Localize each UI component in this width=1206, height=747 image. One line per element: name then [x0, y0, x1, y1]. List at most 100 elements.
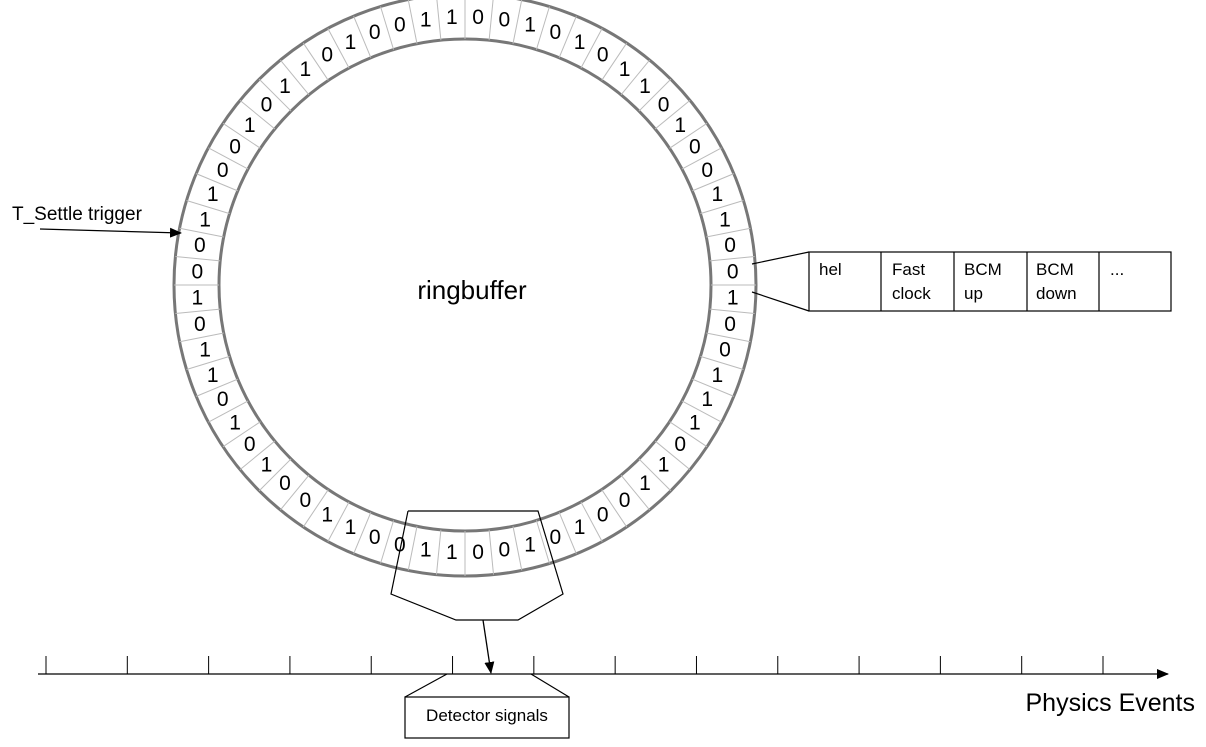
ring-cell-divider [302, 42, 329, 81]
ring-bit: 1 [574, 31, 586, 54]
ring-cell-divider [512, 526, 523, 571]
ring-cell-divider [709, 308, 755, 315]
ringbuffer-label: ringbuffer [417, 275, 527, 305]
ring-bit: 0 [217, 388, 229, 411]
ring-cell-divider [692, 378, 735, 397]
ring-bit: 0 [724, 234, 736, 257]
ring-cell-divider [706, 227, 751, 238]
ring-cell-divider [175, 255, 221, 262]
ring-bit: 1 [711, 183, 723, 206]
ring-cell-divider [186, 355, 230, 370]
record-cell-hel: hel [819, 260, 842, 279]
ring-cell-divider [186, 200, 230, 215]
ring-bit: 1 [619, 58, 631, 81]
ring-bit: 1 [658, 453, 670, 476]
ring-bit: 0 [369, 526, 381, 549]
ring-bit: 1 [199, 339, 211, 362]
ring-cell-divider [620, 59, 650, 96]
ring-cell-divider [195, 173, 238, 192]
ring-bit: 0 [394, 14, 406, 37]
funnel-outline [390, 510, 564, 621]
ring-bit: 1 [191, 287, 203, 310]
ring-cell-divider [535, 520, 550, 564]
ring-bit: 1 [711, 364, 723, 387]
record-cell-fast-clock: Fast [892, 260, 925, 279]
ring-bit: 1 [420, 539, 432, 562]
ring-bit: 0 [244, 433, 256, 456]
ring-bit: 0 [300, 489, 312, 512]
detector-connector-right [530, 673, 570, 698]
ring-cell-divider [258, 458, 292, 492]
ring-bit: 0 [549, 526, 561, 549]
ring-bit: 0 [549, 21, 561, 44]
ring-bit: 1 [639, 75, 651, 98]
ring-cell-divider [222, 421, 261, 448]
ring-cell-divider [558, 15, 577, 58]
ring-cell-divider [580, 28, 603, 69]
ring-cell-divider [258, 78, 292, 112]
trigger-arrow [39, 227, 182, 238]
funnel-arrow [482, 619, 495, 674]
ring-bit: 1 [719, 208, 731, 231]
ring-cell-divider [700, 355, 744, 370]
ring-cell-divider [353, 512, 372, 555]
ring-cell-divider [620, 474, 650, 511]
ring-cell-divider [654, 100, 691, 130]
ring-bit: 0 [194, 313, 206, 336]
ring-cell-divider [195, 378, 238, 397]
axis-ticks [45, 656, 1104, 674]
ring-bit: 1 [300, 58, 312, 81]
ring-bit: 1 [701, 388, 713, 411]
record-connector-top [751, 251, 810, 265]
ring-cell-divider [681, 400, 722, 423]
record-frame [808, 251, 1172, 312]
ring-cell-divider [208, 147, 249, 170]
record-cell-bcm-up: BCM [964, 260, 1002, 279]
ring-cell-divider [700, 200, 744, 215]
trigger-label: T_Settle trigger [12, 204, 143, 225]
ring-cell-divider [353, 15, 372, 58]
record-cell-bcm-down-line2: down [1036, 284, 1077, 303]
ring-cell-divider [558, 512, 577, 555]
ring-bit: 0 [229, 136, 241, 159]
ring-cell-divider [601, 489, 628, 528]
record-cell-bcm-up-line2: up [964, 284, 983, 303]
ring-bit: 0 [498, 8, 510, 31]
ring-bit: 0 [674, 433, 686, 456]
record-cell-bcm-down: BCM [1036, 260, 1074, 279]
ring-bit: 0 [472, 6, 484, 29]
ring-cell-divider [222, 122, 261, 149]
ring-bit: 1 [524, 533, 536, 556]
ring-bit: 1 [689, 411, 701, 434]
ring-cell-divider [488, 529, 495, 575]
ring-cell-divider [179, 332, 224, 343]
ring-bit: 1 [279, 75, 291, 98]
ring-cell-divider [638, 78, 672, 112]
ring-bit: 0 [701, 159, 713, 182]
ring-cell-divider [512, 0, 523, 44]
ring-cell-divider [407, 526, 418, 571]
ring-bit: 0 [279, 472, 291, 495]
ring-cell-divider [208, 400, 249, 423]
detector-box [404, 696, 570, 739]
record-cell-more: ... [1110, 260, 1124, 279]
ring-bit: 0 [472, 541, 484, 564]
ring-bit: 0 [658, 94, 670, 117]
ring-bit: 0 [217, 159, 229, 182]
data-record: hel Fast clock BCM up BCM down ... [751, 251, 1172, 312]
ring-cell-divider [327, 501, 350, 542]
ring-cell-divider [327, 28, 350, 69]
ring-cell-divider [669, 122, 708, 149]
ring-bit: 1 [345, 516, 357, 539]
ring-cell-divider [638, 458, 672, 492]
ring-cell-divider [302, 489, 329, 528]
ring-bit: 1 [199, 208, 211, 231]
ring-bit: 0 [619, 489, 631, 512]
ring-bit: 1 [321, 503, 333, 526]
ring-bit: 0 [719, 339, 731, 362]
ring-bit: 0 [321, 44, 333, 67]
ring-cell-divider [654, 440, 691, 470]
